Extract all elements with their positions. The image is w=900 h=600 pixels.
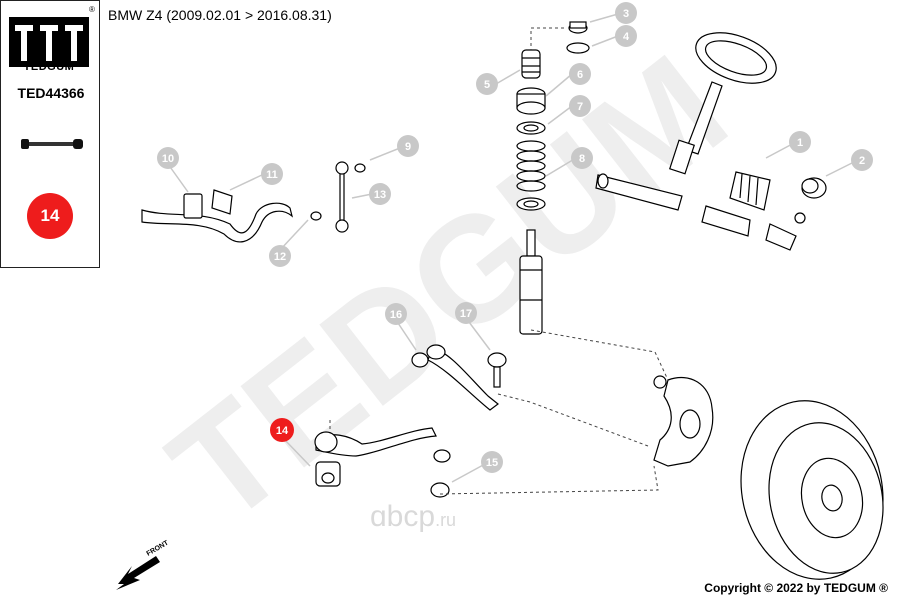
stabilizer-bar-icon: [141, 189, 294, 243]
upper-control-arm-icon: [411, 344, 507, 411]
callout-15: 15: [481, 451, 503, 473]
wheel-icon: [740, 400, 884, 580]
control-arm-icon: [21, 139, 83, 149]
bump-stop-icon: [521, 49, 541, 79]
callout-11: 11: [261, 163, 283, 185]
steering-knuckle-icon: [653, 375, 714, 467]
callout-2: 2: [851, 149, 873, 171]
registered-mark: ®: [89, 5, 95, 14]
highlight-badge: 14: [27, 193, 73, 239]
svg-text:6: 6: [577, 69, 583, 81]
callout-4: 4: [615, 25, 637, 47]
callout-17: 17: [455, 302, 477, 324]
copyright-text: Copyright © 2022 by TEDGUM ®: [704, 581, 888, 595]
strut-top-mount-icon: [566, 21, 590, 54]
svg-text:15: 15: [486, 457, 498, 469]
tedgum-logo-icon: [9, 17, 89, 67]
stabilizer-link-icon: [310, 161, 366, 233]
vehicle-title: BMW Z4 (2009.02.01 > 2016.08.31): [108, 7, 332, 23]
callout-13: 13: [369, 183, 391, 205]
site-watermark: ɑbcp.ru: [370, 500, 456, 534]
svg-text:11: 11: [266, 169, 278, 181]
svg-text:5: 5: [484, 79, 490, 91]
callout-9: 9: [397, 135, 419, 157]
callout-16: 16: [385, 303, 407, 325]
site-watermark-tld: .ru: [435, 510, 457, 530]
shock-absorber-icon: [519, 229, 543, 335]
svg-text:8: 8: [579, 153, 585, 165]
svg-text:10: 10: [162, 153, 174, 165]
svg-text:7: 7: [577, 101, 583, 113]
svg-text:17: 17: [460, 308, 472, 320]
steering-boot-icon: [729, 171, 771, 211]
callout-1: 1: [789, 131, 811, 153]
callout-8: 8: [571, 147, 593, 169]
spring-seat-upper-icon: [516, 121, 546, 135]
callout-10: 10: [157, 147, 179, 169]
lower-control-arm-icon: [314, 427, 451, 498]
brand-name: TEDGUM: [23, 61, 75, 73]
front-arrow-icon: FRONT: [116, 539, 171, 590]
site-watermark-main: ɑbcp: [370, 500, 436, 533]
svg-text:3: 3: [623, 8, 629, 20]
callout-3: 3: [615, 2, 637, 24]
svg-text:9: 9: [405, 141, 411, 153]
svg-text:4: 4: [623, 31, 630, 43]
spring-seat-lower-icon: [516, 197, 546, 211]
callout-14: 14: [270, 418, 294, 442]
part-number: TED44366: [17, 85, 85, 101]
callout-7: 7: [569, 95, 591, 117]
svg-text:2: 2: [859, 155, 865, 167]
callout-6: 6: [569, 63, 591, 85]
svg-text:13: 13: [374, 189, 386, 201]
coil-spring-icon: [516, 140, 546, 192]
callout-5: 5: [476, 73, 498, 95]
sidebar-panel: ® TEDGUM TED44366 14: [0, 0, 100, 268]
front-label: FRONT: [146, 539, 171, 557]
strut-dust-cover-icon: [516, 87, 546, 115]
svg-text:16: 16: [390, 309, 402, 321]
svg-text:14: 14: [276, 425, 289, 437]
svg-text:1: 1: [797, 137, 803, 149]
boot-cap-icon: [801, 177, 827, 199]
steering-column-icon: [595, 32, 806, 251]
callout-12: 12: [269, 245, 291, 267]
svg-text:12: 12: [274, 251, 286, 263]
